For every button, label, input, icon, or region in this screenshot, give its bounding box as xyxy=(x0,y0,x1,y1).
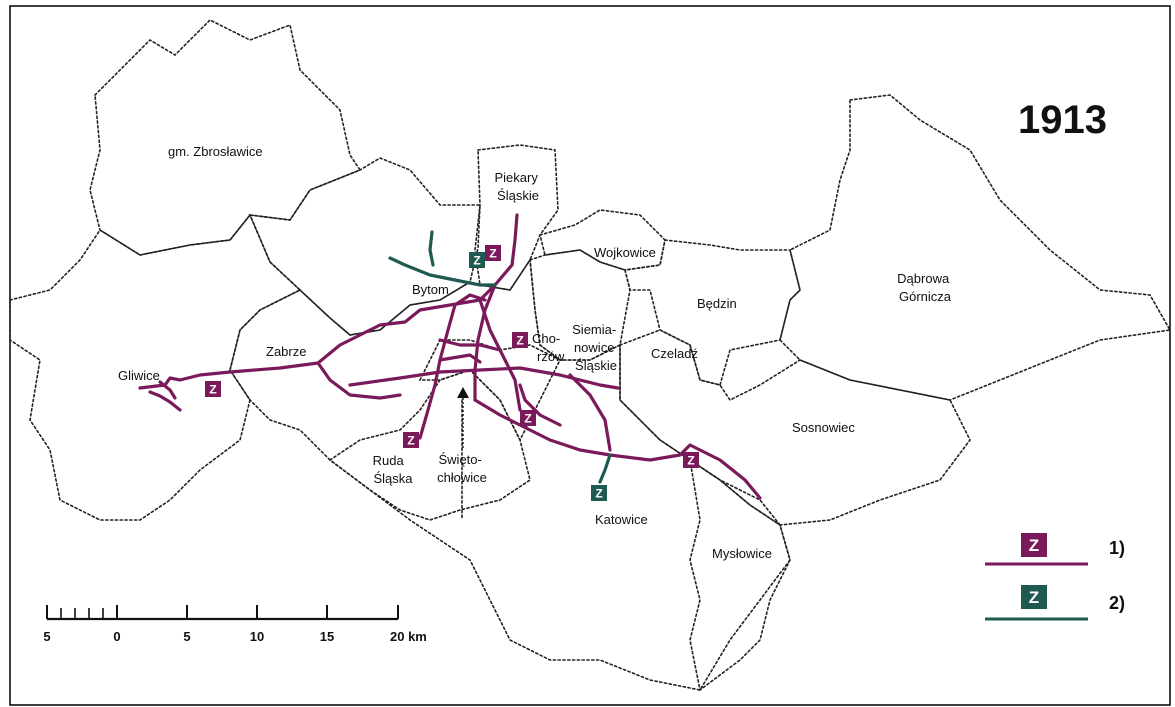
legend-label: 2) xyxy=(1109,593,1125,613)
legend-item-1: Z 1) xyxy=(985,533,1125,566)
svg-text:Z: Z xyxy=(489,247,496,261)
scale-bar: 5 0 5 10 15 20 km xyxy=(43,605,427,644)
place-labels: gm. Zbrosławice Piekary Śląskie Wojkowic… xyxy=(118,144,953,561)
label-zabrze: Zabrze xyxy=(266,344,306,359)
svg-text:Z: Z xyxy=(407,434,414,448)
map-frame xyxy=(9,5,1171,706)
label-czeladz: Czeladź xyxy=(651,346,698,361)
tram-lines-1 xyxy=(138,213,762,500)
depot-badge: Z xyxy=(591,485,607,501)
label-sosnowiec: Sosnowiec xyxy=(792,420,855,435)
svg-text:Z: Z xyxy=(524,412,531,426)
depot-badge: Z xyxy=(520,410,536,426)
svg-text:Z: Z xyxy=(209,383,216,397)
label-bedzin: Będzin xyxy=(697,296,737,311)
scale-tick-label: 20 km xyxy=(390,629,427,644)
municipal-borders xyxy=(9,19,1172,692)
svg-text:Z: Z xyxy=(687,454,694,468)
label-myslowice: Mysłowice xyxy=(712,546,772,561)
legend-label: 1) xyxy=(1109,538,1125,558)
depot-badge: Z xyxy=(469,252,485,268)
label-swietochlowice: Święto- chłowice xyxy=(437,452,487,485)
depot-badges-2: Z Z xyxy=(469,252,607,501)
depot-badge: Z xyxy=(485,245,501,261)
legend: Z 1) Z 2) xyxy=(985,533,1125,621)
label-katowice: Katowice xyxy=(595,512,648,527)
svg-text:Z: Z xyxy=(473,254,480,268)
label-zbroslawice: gm. Zbrosławice xyxy=(168,144,263,159)
label-gliwice: Gliwice xyxy=(118,368,160,383)
depot-badge: Z xyxy=(403,432,419,448)
legend-item-2: Z 2) xyxy=(985,585,1125,621)
label-wojkowice: Wojkowice xyxy=(594,245,656,260)
svg-text:Z: Z xyxy=(1029,536,1039,555)
svg-text:Z: Z xyxy=(516,334,523,348)
depot-badge: Z xyxy=(512,332,528,348)
scale-tick-label: 5 xyxy=(43,629,50,644)
label-siemianowice: Siemia- nowice Śląskie xyxy=(572,322,620,373)
label-chorzow: Cho- rzów xyxy=(532,331,565,364)
arrow-icon xyxy=(457,387,469,448)
svg-text:Z: Z xyxy=(1029,588,1039,607)
label-piekary: Piekary Śląskie xyxy=(495,170,542,203)
scale-tick-label: 10 xyxy=(250,629,264,644)
map-year: 1913 xyxy=(1018,98,1107,142)
label-ruda: Ruda Śląska xyxy=(373,453,414,486)
tram-lines-2 xyxy=(388,230,612,484)
scale-tick-label: 5 xyxy=(183,629,190,644)
depot-badges-1: Z Z Z Z Z Z xyxy=(205,245,699,468)
scale-tick-label: 0 xyxy=(113,629,120,644)
label-dabrowa: Dąbrowa Górnicza xyxy=(897,271,953,304)
label-bytom: Bytom xyxy=(412,282,449,297)
depot-badge: Z xyxy=(683,452,699,468)
svg-text:Z: Z xyxy=(595,487,602,501)
scale-tick-label: 15 xyxy=(320,629,334,644)
depot-badge: Z xyxy=(205,381,221,397)
